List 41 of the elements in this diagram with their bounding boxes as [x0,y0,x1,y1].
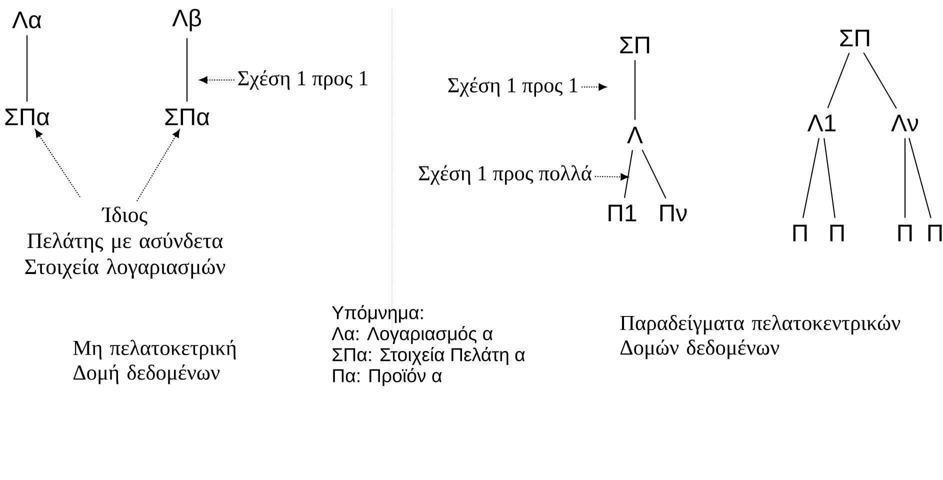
leader-arrow [594,173,629,180]
connector-line [634,60,636,120]
leader-arrow [136,129,180,202]
connector-line [26,35,28,102]
legend-text: ΣΠα: Στοιχεία Πελάτη α [332,347,525,365]
node-label: Π [928,224,942,242]
node-label: ΣΠα [5,108,50,126]
node-label: ΣΠ [840,30,870,46]
annotation-text: Σχέση 1 προς 1 [448,77,578,97]
node-label: Πν [660,204,687,222]
legend-text: Πα: Προϊόν α [333,368,442,386]
connector-line [824,138,836,218]
leader-arrow [35,129,80,198]
connector-line [624,150,634,198]
node-label: Π [830,224,844,242]
node-label: Λβ [172,8,201,32]
connector-line [904,138,906,218]
connector-line [827,52,850,108]
legend-text: Λα: Λογαριασμός α [332,326,493,344]
node-label: Λα [12,12,42,28]
connector-line [642,150,666,198]
annotation-text: Ίδιος Πελάτης με ασύνδετα Στοιχεία λογαριασμών [25,206,226,279]
connector-line [186,38,188,102]
annotation-text: Σχέση 1 προς πολλά [418,165,592,185]
connector-line [908,138,932,218]
node-label: Π [793,224,807,242]
caption-text: Παραδείγματα πελατοκεντρικών Δομών δεδομένων [620,314,900,360]
connector-line [863,52,897,109]
leader-arrow [582,83,607,91]
node-label: Λν [891,114,918,132]
node-label: Π [898,224,912,242]
connector-line [802,138,820,218]
node-label: Λ [627,126,643,144]
node-label: Π1 [608,204,636,222]
node-label: ΣΠ [620,36,650,54]
leader-arrow [199,76,234,84]
node-label: ΣΠα [165,108,210,126]
annotation-text: Σχέση 1 προς 1 [238,70,368,90]
legend-text: Υπόμνημα: [332,305,423,323]
caption-text: Μη πελατοκετρική Δομή δεδομένων [73,340,236,384]
node-label: Λ1 [807,114,836,132]
